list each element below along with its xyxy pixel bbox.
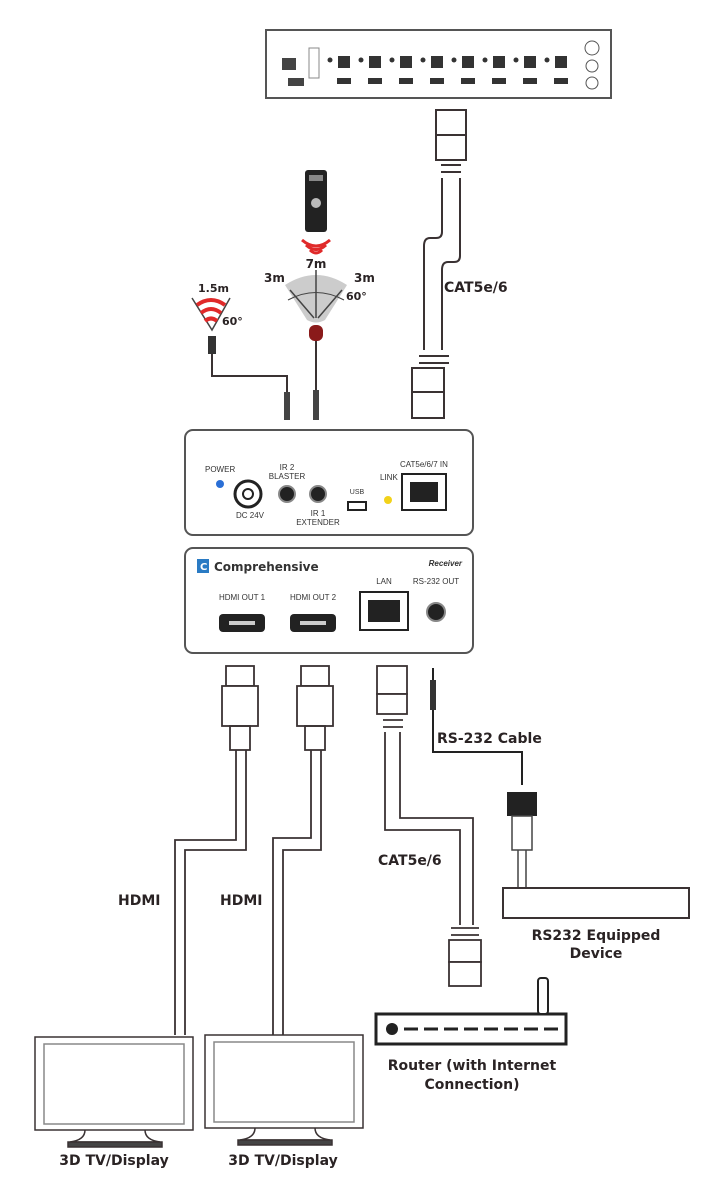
ir-range-center: 7m	[306, 257, 327, 271]
router-icon	[374, 977, 568, 1046]
rs232-out-label: RS-232 OUT	[413, 577, 459, 586]
receiver-rear-panel	[184, 547, 474, 654]
cat-top-label: CAT5e/6	[444, 280, 508, 296]
link-label: LINK	[380, 473, 398, 482]
matrix-ir-port	[544, 57, 550, 63]
rs232-cable	[430, 668, 537, 888]
matrix-rj45-port	[524, 56, 536, 68]
matrix-switch	[265, 29, 612, 99]
tv1-label: 3D TV/Display	[59, 1153, 168, 1169]
matrix-ir-port	[451, 57, 457, 63]
tv2-label: 3D TV/Display	[228, 1153, 337, 1169]
matrix-rj45-port	[400, 56, 412, 68]
usb-label: USB	[350, 489, 365, 496]
matrix-hdmi-port	[554, 78, 568, 84]
remote-control-icon	[301, 170, 331, 255]
rs232-device	[502, 887, 690, 919]
matrix-rj45-port	[369, 56, 381, 68]
matrix-hdmi-port	[337, 78, 351, 84]
ir1-label-1: IR 1	[311, 509, 326, 518]
hdmi2-label: HDMI	[220, 893, 262, 909]
ir2-label-1: IR 2	[280, 463, 295, 472]
brand-name: Comprehensive	[214, 560, 319, 574]
receiver-front-panel	[184, 429, 474, 536]
matrix-hdmi-port	[523, 78, 537, 84]
tv-display-1	[34, 1036, 194, 1148]
cat-bottom-label: CAT5e/6	[378, 853, 442, 869]
ir1-label-2: EXTENDER	[296, 518, 340, 527]
blaster-angle: 60°	[222, 315, 243, 328]
dc-label: DC 24V	[236, 511, 265, 520]
brand-logo: C	[200, 562, 207, 573]
ir2-label-2: BLASTER	[269, 472, 306, 481]
power-label: POWER	[205, 465, 235, 474]
matrix-ir-port	[389, 57, 395, 63]
rs232-device-label-2: Device	[570, 946, 623, 962]
cat-cable-top	[411, 109, 467, 419]
hdmi-cables	[174, 665, 334, 1035]
hdmi-out2-label: HDMI OUT 2	[290, 593, 337, 602]
ir-extender-range	[285, 270, 347, 420]
matrix-rj45-port	[462, 56, 474, 68]
matrix-hdmi-port	[368, 78, 382, 84]
matrix-ir-port	[358, 57, 364, 63]
matrix-hdmi-port	[492, 78, 506, 84]
ir-range-right: 3m	[354, 271, 375, 285]
tv-display-2	[204, 1034, 364, 1146]
matrix-ir-port	[513, 57, 519, 63]
lan-label: LAN	[376, 577, 392, 586]
rs232-device-label-1: RS232 Equipped	[532, 928, 661, 944]
matrix-hdmi-port	[461, 78, 475, 84]
router-label-1: Router (with Internet	[388, 1058, 557, 1074]
blaster-range: 1.5m	[198, 282, 229, 295]
matrix-hdmi-port	[430, 78, 444, 84]
cat-cable-bottom	[376, 665, 482, 987]
matrix-ir-port	[420, 57, 426, 63]
matrix-rj45-port	[555, 56, 567, 68]
matrix-ir-port	[327, 57, 333, 63]
matrix-hdmi-port	[399, 78, 413, 84]
hdmi1-label: HDMI	[118, 893, 160, 909]
cat-in-label: CAT5e/6/7 IN	[400, 460, 448, 469]
matrix-rj45-port	[493, 56, 505, 68]
router-label-2: Connection)	[424, 1077, 519, 1093]
ir-blaster-range	[191, 297, 290, 420]
ir-range-left: 3m	[264, 271, 285, 285]
hdmi-out1-label: HDMI OUT 1	[219, 593, 266, 602]
matrix-rj45-port	[338, 56, 350, 68]
ir-angle: 60°	[346, 290, 367, 303]
matrix-rj45-port	[431, 56, 443, 68]
model-label: Receiver	[429, 559, 463, 568]
rs232-cable-label: RS-232 Cable	[437, 731, 542, 747]
matrix-ir-port	[482, 57, 488, 63]
